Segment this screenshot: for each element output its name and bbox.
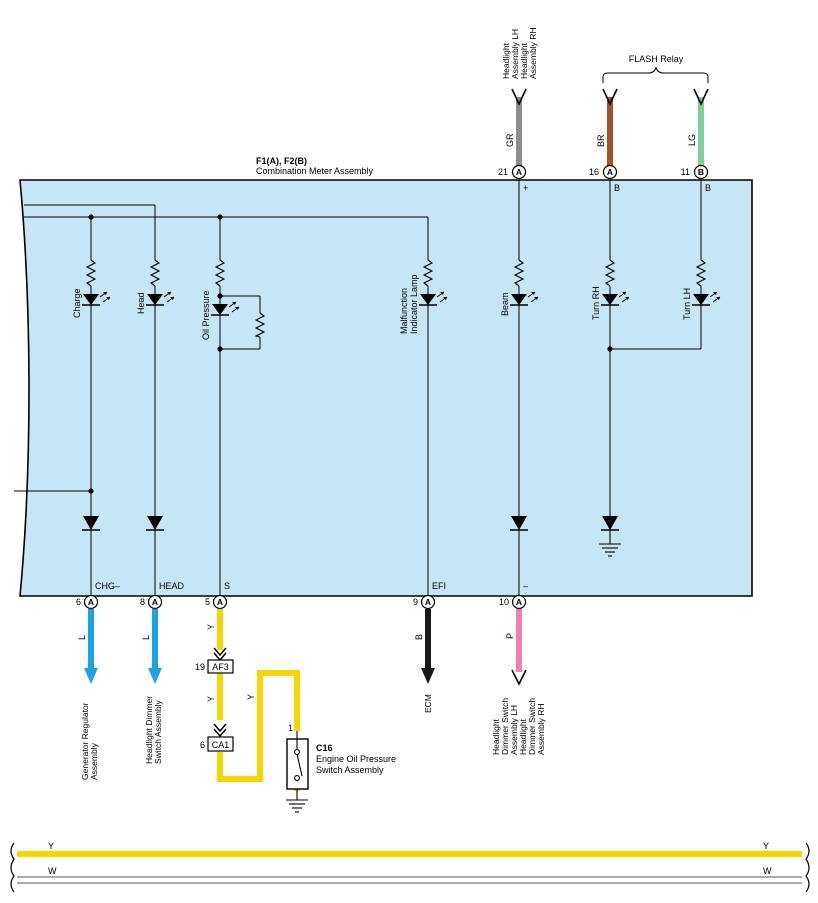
pin-16-term: B: [614, 183, 620, 193]
malfunction-label-2: Indicator Lamp: [409, 274, 419, 334]
wire-code-br: BR: [596, 134, 606, 147]
p10-dest-5: Dimmer Switch: [527, 698, 537, 755]
pin-9-conn: A: [425, 597, 431, 607]
bus-wires: [10, 842, 810, 893]
wire-code-b: B: [414, 634, 424, 640]
bottom-arrows: [84, 668, 527, 686]
p10-dest-4: Headlight: [518, 718, 528, 755]
p10-dest-6: Assembly RH: [536, 704, 546, 755]
flash-relay-label: FLASH Relay: [629, 54, 684, 64]
bus-y-left: Y: [48, 841, 54, 851]
turn-lh-label: Turn LH: [682, 288, 692, 320]
wire-code-l-1: L: [77, 635, 87, 640]
p10-dest-1: Headlight: [491, 718, 501, 755]
bus-w-left: W: [48, 866, 57, 876]
term-s: S: [224, 581, 230, 591]
bus-w-right: W: [763, 866, 772, 876]
gr-dest-1: Headlight: [501, 42, 511, 79]
pin-21-conn: A: [516, 167, 522, 177]
term-minus: –: [523, 581, 528, 591]
term-head: HEAD: [159, 581, 185, 591]
pin-11-num: 11: [681, 167, 690, 177]
wire-code-l-2: L: [141, 635, 151, 640]
af3-pin: 19: [195, 662, 205, 672]
charge-label: Charge: [72, 288, 82, 318]
resistors: [85, 259, 707, 338]
switch-name-1: Engine Oil Pressure: [316, 754, 396, 764]
p10-dest-3: Assembly LH: [509, 705, 519, 755]
pin-6-num: 6: [76, 597, 81, 607]
beam-label: Beam: [500, 292, 510, 316]
wire-code-y-3: Y: [246, 694, 256, 700]
switch-contact-icon: [294, 731, 303, 781]
gr-dest-2: Assembly LH: [510, 29, 520, 79]
meter-box: [19, 179, 753, 597]
top-wires: [516, 97, 704, 166]
gen-reg-dest-1: Generator Regulator: [80, 702, 90, 780]
switch-pin: 1: [288, 723, 293, 733]
oil-pressure-label: Oil Pressure: [201, 290, 211, 340]
pin-9-num: 9: [413, 597, 418, 607]
pin-6-conn: A: [88, 597, 94, 607]
switch-code: C16: [316, 743, 333, 753]
bottom-pin-circles: [83, 594, 527, 610]
head-label: Head: [136, 292, 146, 314]
ca1-pin: 6: [200, 740, 205, 750]
switch-name-2: Switch Assembly: [316, 765, 384, 775]
wire-code-gr: GR: [505, 133, 515, 147]
dimmer-dest-2: Switch Assembly: [153, 699, 163, 764]
top-wire-arrows: [511, 88, 709, 106]
meter-subtitle: Combination Meter Assembly: [256, 166, 374, 176]
top-pin-circles: [511, 164, 709, 180]
gen-reg-dest-2: Assembly: [89, 742, 99, 780]
wire-code-p: P: [505, 633, 515, 639]
pin-8-num: 8: [140, 597, 145, 607]
pin-11-term: B: [705, 183, 711, 193]
p10-dest-2: Dimmer Switch: [500, 698, 510, 755]
connector-chevrons: [213, 647, 227, 738]
malfunction-label-1: Malfunction: [399, 288, 409, 334]
ca1-label: CA1: [212, 740, 230, 750]
gr-dest-4: Assembly RH: [528, 28, 538, 79]
internal-ground-icon: [599, 530, 621, 557]
pin-8-conn: A: [152, 597, 158, 607]
term-efi: EFI: [432, 581, 446, 591]
flash-relay-bracket: [602, 66, 709, 83]
wire-code-y-2: Y: [206, 696, 216, 702]
pin-21-term: +: [523, 183, 528, 193]
gr-dest-3: Headlight: [519, 42, 529, 79]
bus-y-right: Y: [763, 841, 769, 851]
pin-16-conn: A: [607, 167, 613, 177]
junction-dots: [88, 214, 613, 494]
pin-21-num: 21: [498, 167, 508, 177]
pin-5-num: 5: [205, 597, 210, 607]
af3-label: AF3: [212, 662, 229, 672]
pin-5-conn: A: [217, 597, 223, 607]
wire-code-y-s: Y: [206, 624, 216, 630]
pin-11-conn: B: [698, 167, 704, 177]
meter-title: F1(A), F2(B): [256, 156, 307, 166]
pin-10-num: 10: [499, 597, 509, 607]
ecm-dest: ECM: [423, 694, 433, 713]
term-chg: CHG–: [95, 581, 120, 591]
bottom-wires: [88, 609, 522, 791]
pin-16-num: 16: [589, 167, 599, 177]
pin-10-conn: A: [516, 597, 522, 607]
turn-rh-label: Turn RH: [591, 286, 601, 320]
switch-ground-icon: [286, 789, 308, 813]
dimmer-dest-1: Headlight Dimmer: [144, 696, 154, 764]
connector-boxes: [207, 659, 234, 752]
wire-code-lg: LG: [687, 134, 697, 146]
